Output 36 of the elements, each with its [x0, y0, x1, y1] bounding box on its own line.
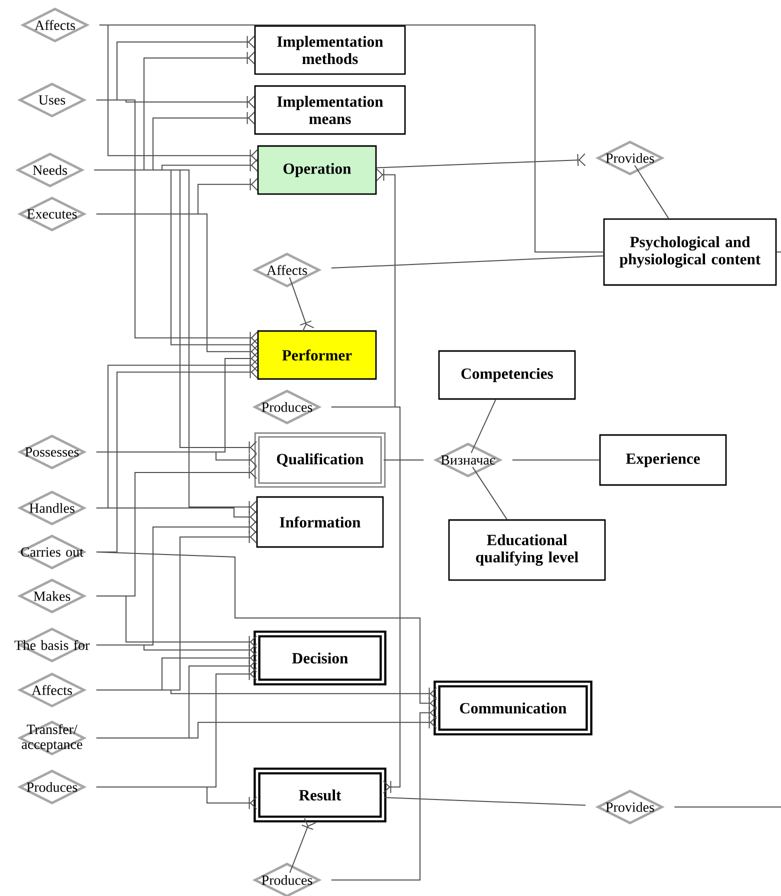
entity-box: Competencies [438, 350, 576, 400]
connector-line [634, 164, 669, 219]
entity-box: Performer [257, 330, 377, 380]
entity-box: Implementation methods [254, 25, 406, 75]
connector-line [94, 170, 257, 514]
entity-box: Information [256, 496, 384, 548]
entity-box: Result [254, 768, 386, 822]
connector-line [330, 255, 604, 269]
connector-line [96, 530, 257, 690]
connector-line [96, 466, 257, 596]
connector-line [289, 276, 314, 332]
connector-line [674, 806, 781, 808]
entity-box: Educational qualifying level [448, 519, 606, 581]
connector-line [96, 352, 258, 453]
connector-line [96, 668, 257, 788]
entity-box: Communication [434, 680, 592, 736]
connector-line [472, 466, 508, 520]
connector-line [330, 406, 400, 794]
connector-line [96, 214, 258, 358]
entity-box: Qualification [254, 432, 386, 488]
connector-line [96, 520, 257, 646]
connector-line [96, 358, 258, 508]
connector-line [96, 100, 258, 344]
entity-box: Psychological and physiological content [603, 218, 777, 286]
connector-line [470, 399, 496, 454]
connector-line [98, 24, 258, 162]
entity-box: Decision [254, 630, 386, 686]
entity-box: Implementation means [254, 85, 406, 135]
connector-line [376, 153, 586, 168]
connector-line [384, 796, 586, 806]
connector-line [330, 706, 437, 880]
connector-line [289, 818, 316, 874]
connector-line [96, 366, 258, 552]
entity-box: Operation [257, 145, 377, 195]
connector-line [96, 716, 437, 738]
entity-box: Experience [599, 434, 727, 486]
